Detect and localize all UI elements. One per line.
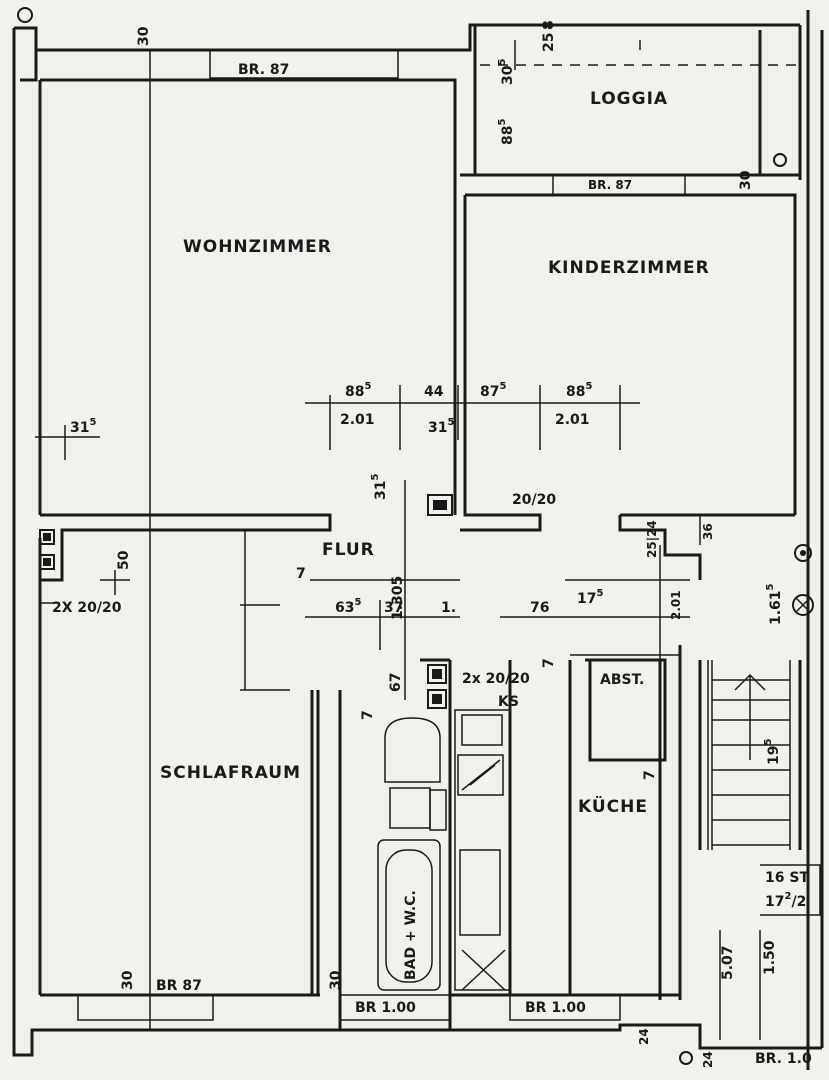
dim-30-bed: 30: [120, 970, 136, 990]
window-label-kitchen-bottom: BR 1.00: [525, 1000, 586, 1016]
dim-7-flur: 7: [296, 566, 306, 582]
dimension-lines: [35, 40, 761, 1040]
dim-44: 44: [424, 384, 444, 400]
dim-1-61-5: 1.615: [765, 583, 784, 625]
dim-2-01-vertical: 2.01: [669, 590, 683, 620]
room-label-loggia: LOGGIA: [590, 89, 668, 109]
dim-16-st: 16 ST: [765, 870, 809, 886]
window-label-bed-bottom: BR 87: [156, 978, 202, 994]
dim-1: 1.: [441, 600, 456, 616]
dim-5-07: 5.07: [720, 945, 736, 980]
dim-7-bath: 7: [360, 710, 376, 720]
exterior-walls: [12, 10, 824, 1070]
staircase: [707, 660, 821, 916]
room-label-kinderzimmer: KINDERZIMMER: [548, 258, 710, 278]
dim-20-20: 20/20: [512, 492, 556, 508]
dim-30-bath: 30: [328, 970, 344, 990]
dim-24-left: 24: [637, 1028, 651, 1045]
dim-25-24: 25|24: [645, 520, 659, 558]
window-label-loggia-door: BR. 87: [588, 178, 632, 192]
room-label-abst: ABST.: [600, 672, 644, 688]
dim-17-2-2: 172/2: [765, 891, 806, 910]
dim-88-5-left: 885: [345, 381, 371, 400]
dim-88-5-right: 885: [566, 381, 592, 400]
room-label-bad: BAD + W.C.: [403, 890, 419, 980]
dim-2-01-right: 2.01: [555, 412, 590, 428]
dim-24-right: 24: [701, 1051, 715, 1068]
dim-31-5-vertical: 315: [370, 474, 389, 500]
dim-1-305: 1.305: [390, 576, 406, 620]
dim-88-5-vertical: 885: [497, 119, 516, 145]
dim-8: 8: [541, 20, 557, 30]
dim-76: 76: [530, 600, 549, 616]
dim-2-01-left: 2.01: [340, 412, 375, 428]
dim-2x-20-20-right: 2x 20/20: [462, 671, 530, 687]
dim-1-50: 1.50: [762, 940, 778, 975]
room-label-kueche: KÜCHE: [578, 795, 648, 817]
dim-30-top: 30: [136, 26, 152, 46]
dimension-labels: 885 44 875 885 2.01 2.01 315 315 20/20 2…: [52, 20, 809, 1068]
dim-2x-20-20-left: 2X 20/20: [52, 600, 122, 616]
dim-7-kitchen: 7: [541, 658, 557, 668]
interior-walls: [40, 25, 802, 1030]
fixtures: [17, 7, 814, 1065]
room-label-wohnzimmer: WOHNZIMMER: [183, 237, 332, 257]
dim-25: 25: [541, 33, 557, 52]
dim-7-abst: 7: [642, 770, 658, 780]
dim-ks: KS: [498, 694, 519, 710]
dim-37: 37: [384, 600, 403, 616]
bottom-windows: [77, 994, 621, 1021]
dim-30-5-loggia: 305: [497, 59, 516, 85]
dim-17-5: 175: [577, 588, 603, 607]
window-label-top-living: BR. 87: [238, 62, 289, 78]
dim-87-5: 875: [480, 381, 506, 400]
dim-63-5: 635: [335, 597, 361, 616]
room-label-schlafraum: SCHLAFRAUM: [160, 763, 301, 783]
dim-67: 67: [388, 673, 404, 692]
dim-36: 36: [701, 523, 715, 540]
dim-31-5-center: 315: [428, 417, 454, 436]
dim-19-5: 195: [763, 739, 782, 765]
window-label-stair-bottom: BR. 1.0: [755, 1051, 812, 1067]
dim-50: 50: [116, 550, 132, 570]
window-label-bath-bottom: BR 1.00: [355, 1000, 416, 1016]
room-label-flur: FLUR: [322, 540, 375, 560]
dim-30-loggia: 30: [738, 170, 754, 190]
dim-31-5-left: 315: [70, 417, 96, 436]
